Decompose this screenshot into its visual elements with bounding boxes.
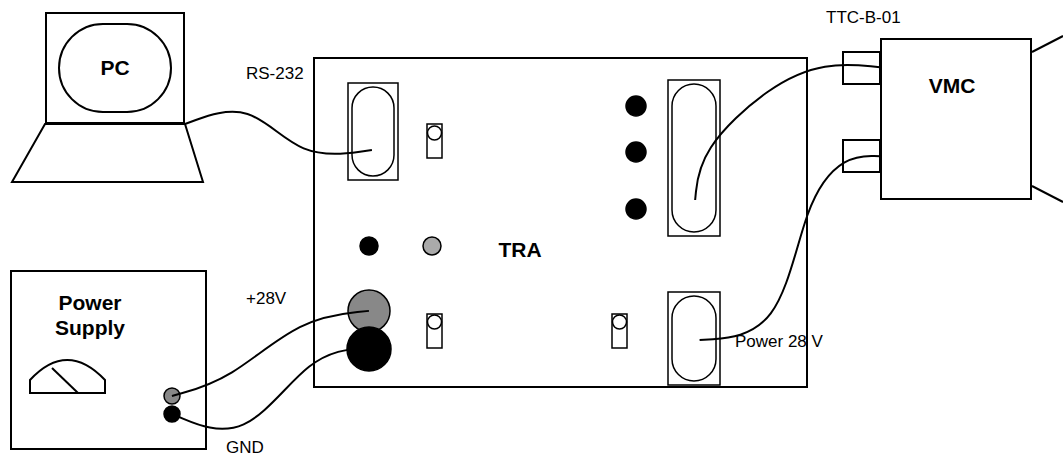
monitor-frame bbox=[46, 13, 184, 123]
computer-monitor: PC bbox=[45, 12, 185, 124]
terminal bbox=[348, 290, 390, 332]
power-supply-box: Power Supply bbox=[10, 270, 207, 450]
led bbox=[423, 237, 441, 255]
cable bbox=[695, 65, 880, 200]
cable-label: RS-232 bbox=[246, 64, 304, 84]
output-line bbox=[1032, 186, 1063, 202]
connector bbox=[672, 84, 716, 232]
led bbox=[626, 96, 646, 116]
component bbox=[428, 315, 442, 329]
circuit-board: TRA bbox=[313, 57, 808, 388]
meter-needle bbox=[52, 368, 78, 393]
connector bbox=[352, 87, 394, 176]
plug bbox=[843, 52, 880, 84]
node-title: TRA bbox=[498, 237, 541, 262]
cable bbox=[700, 156, 880, 340]
led bbox=[360, 237, 378, 255]
cable bbox=[185, 112, 372, 154]
connector bbox=[348, 83, 398, 180]
node-title: VMC bbox=[929, 73, 976, 98]
led bbox=[626, 142, 646, 162]
node-title: PC bbox=[100, 55, 129, 80]
component bbox=[612, 314, 627, 348]
output-line bbox=[1032, 36, 1063, 52]
cable-label: +28V bbox=[246, 289, 286, 309]
led bbox=[626, 199, 646, 219]
node-title: Power Supply bbox=[35, 290, 145, 340]
monitor-screen bbox=[59, 24, 171, 112]
component bbox=[427, 314, 442, 348]
meter bbox=[30, 360, 105, 393]
connector bbox=[668, 80, 720, 236]
cable-label: Power 28 V bbox=[735, 332, 823, 352]
cable bbox=[172, 311, 369, 396]
cable-label: GND bbox=[226, 438, 264, 458]
component bbox=[613, 315, 627, 329]
component bbox=[428, 126, 442, 140]
keyboard bbox=[12, 124, 203, 182]
cable-label: TTC-B-01 bbox=[826, 8, 901, 28]
cable bbox=[172, 348, 369, 429]
device-box: VMC bbox=[880, 38, 1032, 200]
component bbox=[427, 124, 442, 158]
